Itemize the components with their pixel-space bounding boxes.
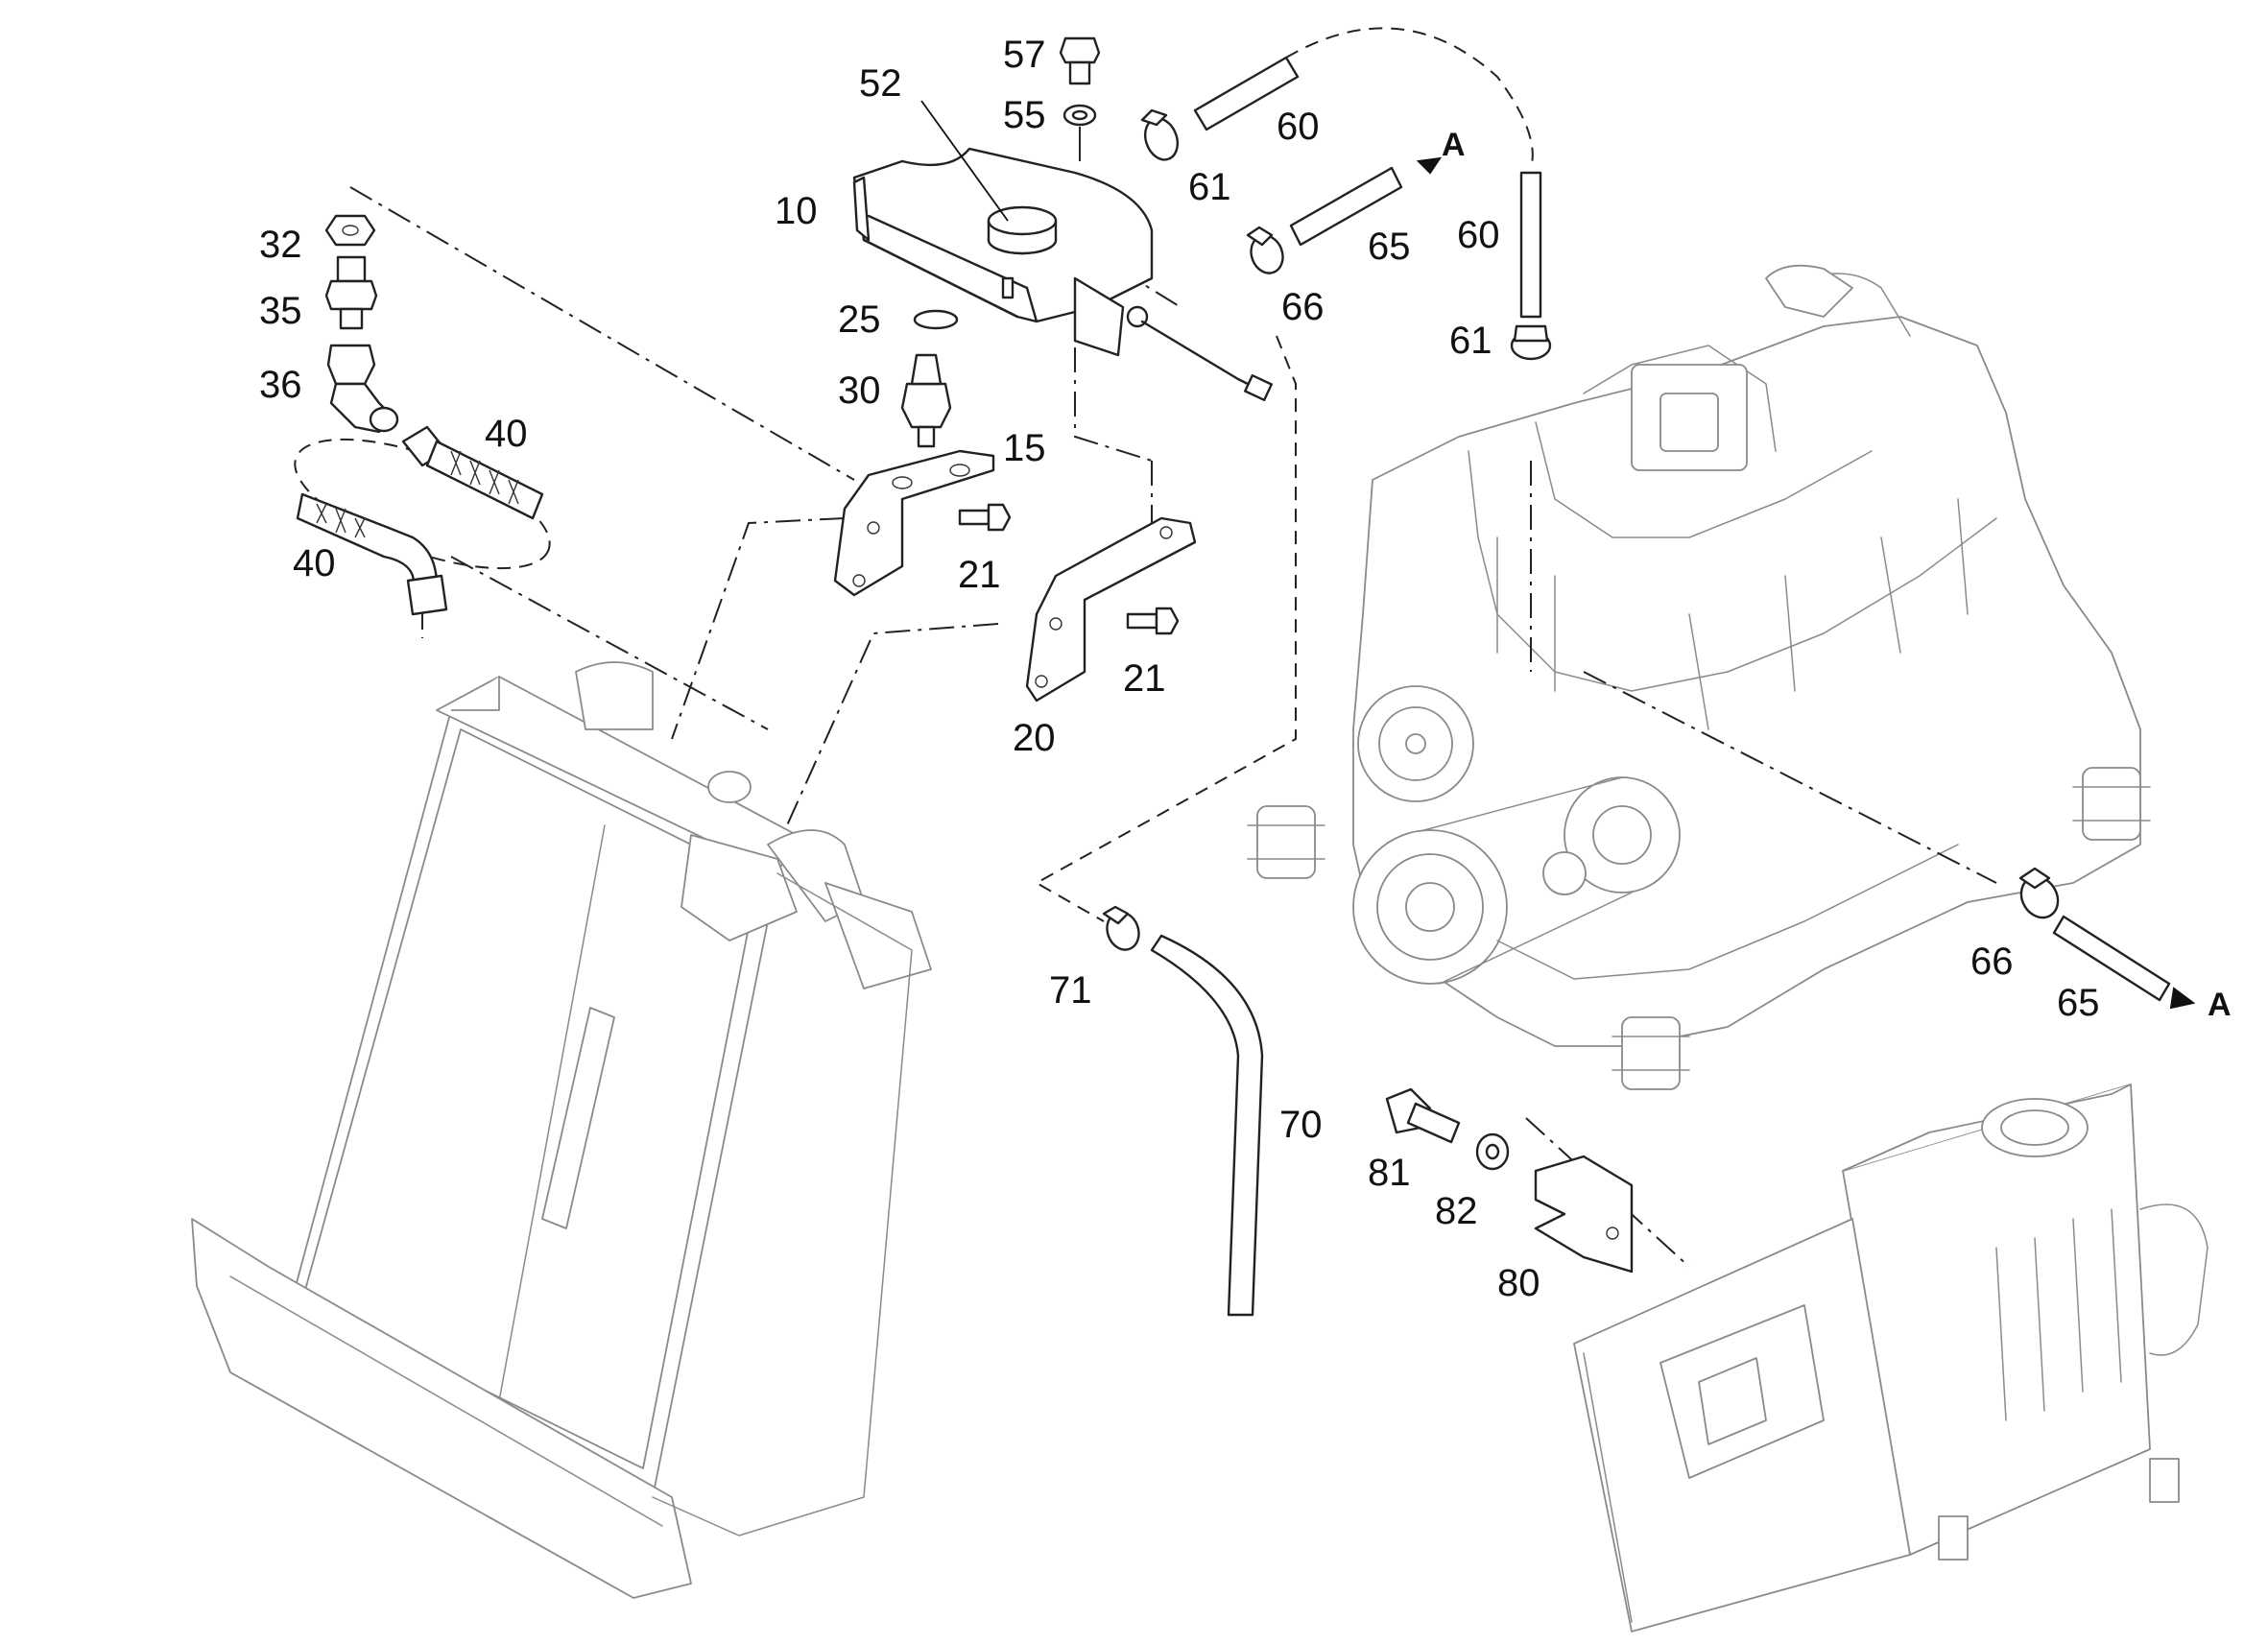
callout-82: 82 — [1435, 1190, 1478, 1232]
callout-35: 35 — [259, 290, 302, 332]
vent-valve-30 — [900, 353, 952, 448]
hose-clamp-61-right — [1510, 324, 1552, 361]
hose-clamp-66-lower — [2018, 867, 2060, 919]
engine-mount-left — [1247, 805, 1325, 879]
bolt-21-lower — [1126, 607, 1180, 635]
engine-mount-front — [1611, 1016, 1690, 1090]
callout-60-upper: 60 — [1277, 106, 1320, 148]
screw-57 — [1059, 36, 1101, 85]
filler-cap — [987, 205, 1058, 255]
callout-66-lower: 66 — [1970, 941, 2014, 983]
callout-60-right: 60 — [1457, 214, 1500, 256]
callout-70: 70 — [1279, 1104, 1323, 1146]
hose-clamp-71 — [1102, 905, 1140, 951]
arrow-a-upper-icon — [1416, 156, 1443, 175]
engine-assembly — [1247, 264, 2151, 1090]
engine-mount-right — [2072, 767, 2151, 841]
bracket-15 — [833, 449, 995, 597]
callout-10: 10 — [775, 190, 818, 232]
level-sensor-wire — [1140, 320, 1273, 402]
callout-30: 30 — [838, 369, 881, 412]
washer-55 — [1062, 104, 1097, 127]
callout-66-upper: 66 — [1281, 286, 1325, 328]
callout-15: 15 — [1003, 427, 1046, 469]
bracket-80 — [1534, 1155, 1634, 1274]
callout-25: 25 — [838, 298, 881, 341]
arrow-ref-a-upper: A — [1442, 127, 1466, 163]
callout-leaders — [920, 100, 1009, 222]
callout-21-lower: 21 — [1123, 657, 1166, 700]
callout-57: 57 — [1003, 34, 1046, 76]
callout-65-upper: 65 — [1368, 226, 1411, 268]
union-35 — [324, 255, 378, 330]
callout-21-upper: 21 — [958, 554, 1001, 596]
callout-36: 36 — [259, 364, 302, 406]
callout-40-lower: 40 — [293, 542, 336, 584]
hose-65-upper — [1289, 166, 1403, 247]
bolt-21-upper — [958, 503, 1012, 532]
callout-61-upper: 61 — [1188, 166, 1231, 208]
radiator-assembly — [191, 661, 932, 1599]
callout-65-lower: 65 — [2057, 982, 2100, 1024]
hose-65-lower — [2052, 915, 2171, 1002]
nut-32 — [324, 214, 376, 247]
callout-81: 81 — [1368, 1152, 1411, 1194]
washer-82 — [1475, 1132, 1510, 1171]
callout-40-upper: 40 — [485, 413, 528, 455]
callout-61-right: 61 — [1449, 320, 1492, 362]
hose-70 — [1150, 934, 1264, 1317]
hose-40-upper — [401, 425, 544, 520]
hose-clamp-66-upper — [1246, 226, 1284, 274]
callout-20: 20 — [1013, 717, 1056, 759]
hose-60-vertical — [1519, 171, 1542, 319]
callout-55: 55 — [1003, 94, 1046, 136]
o-ring-25 — [913, 309, 959, 330]
bracket-20 — [1025, 516, 1197, 703]
callout-52: 52 — [859, 62, 902, 105]
hose-40-lower — [296, 492, 448, 616]
callout-labels: 57 52 55 10 25 30 15 21 21 20 32 35 36 4… — [259, 34, 2232, 1304]
bolt-81 — [1385, 1087, 1461, 1144]
hose-clamp-61-upper — [1140, 108, 1180, 161]
callout-32: 32 — [259, 224, 302, 266]
arrow-ref-a-lower: A — [2208, 987, 2232, 1023]
elbow-fitting-36 — [326, 344, 399, 434]
hydraulic-tank-assembly — [1573, 1084, 2208, 1632]
callout-71: 71 — [1049, 969, 1092, 1012]
arrow-a-lower-icon — [2169, 987, 2196, 1010]
callout-80: 80 — [1497, 1262, 1540, 1304]
hose-60-upper — [1193, 56, 1300, 131]
